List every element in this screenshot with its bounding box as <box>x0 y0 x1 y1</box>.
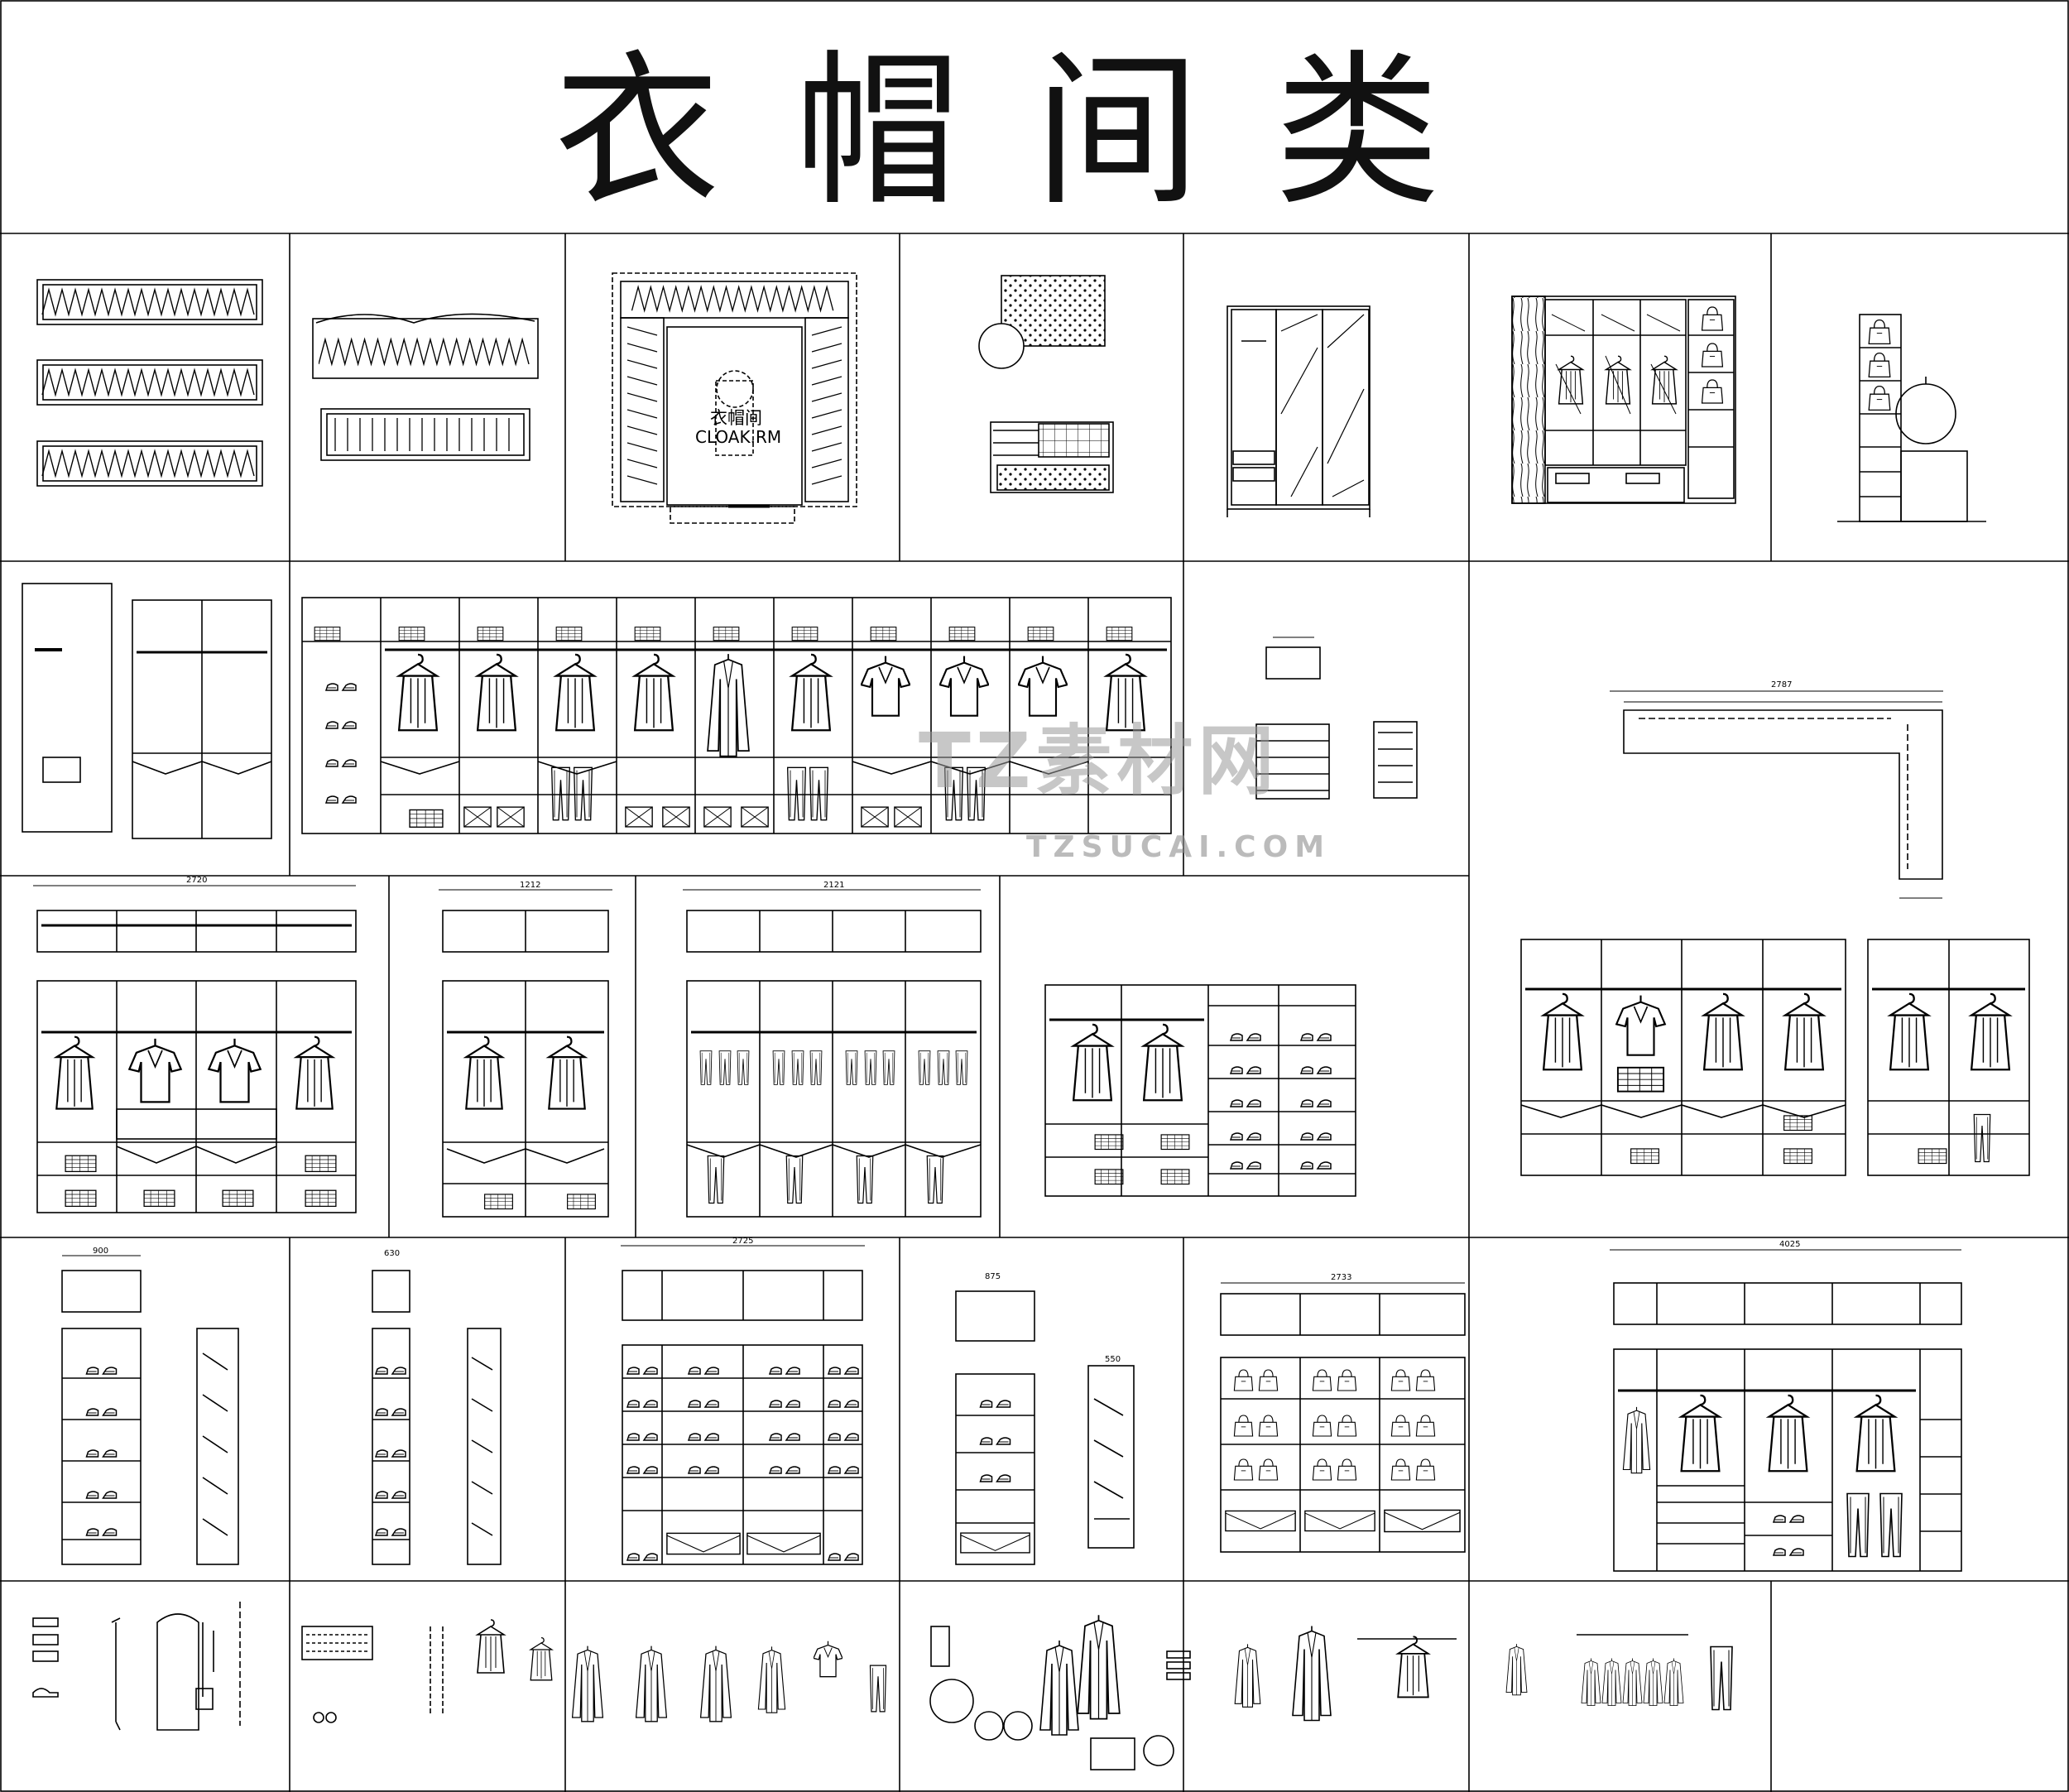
shoe-cabinet-2725 <box>621 1245 865 1565</box>
glass-wardrobe-elevation <box>1511 295 1736 504</box>
shoe-cabinet-tall <box>955 1290 1135 1565</box>
hanging-rod-plan <box>312 313 539 461</box>
dim-900: 900 <box>93 1247 108 1256</box>
rail-plan-set <box>36 279 263 487</box>
dressing-unit-elevation <box>1837 314 1986 522</box>
long-wardrobe-elevation <box>301 597 1172 834</box>
garment-block-b <box>929 1626 1688 1770</box>
dim-2121: 2121 <box>823 881 844 890</box>
dim-1212: 1212 <box>520 881 540 890</box>
watermark-en: TZSUCAI.COM <box>1026 830 1332 864</box>
dim-2733: 2733 <box>1331 1273 1351 1282</box>
plan-label-en: CLOAK.RM <box>695 427 781 447</box>
handbag-cabinet-2733 <box>1220 1282 1466 1553</box>
dim-630: 630 <box>384 1249 400 1258</box>
watermark-cn: TZ素材网 <box>919 717 1279 805</box>
dim-2720: 2720 <box>186 876 207 885</box>
dim-550: 550 <box>1105 1355 1121 1364</box>
l-shape-rail-plan: 2787 <box>1610 680 1943 899</box>
wardrobe-elev-4025 <box>1610 1249 1962 1572</box>
section-side-view <box>22 583 272 839</box>
shoe-cabinet-630 <box>372 1270 502 1565</box>
material-samples <box>978 275 1114 493</box>
wardrobe-elev-2720 <box>33 885 357 1213</box>
cloakroom-plan <box>612 272 857 524</box>
wardrobe-mirror-elevation <box>1227 305 1371 517</box>
sheet-title: 衣帽间类 <box>554 36 1515 228</box>
drawer-unit-details <box>1255 637 1418 800</box>
wardrobe-elev-1212 <box>439 889 612 1218</box>
shoe-cabinet-900 <box>61 1255 239 1565</box>
accessories-block <box>32 1602 241 1731</box>
dim-2787: 2787 <box>1771 680 1792 689</box>
wardrobe-elev-2121 <box>683 889 982 1218</box>
garment-block-a <box>301 1626 444 1723</box>
dim-2725: 2725 <box>732 1237 753 1246</box>
wardrobe-elev-shoe-rack <box>1044 984 1356 1197</box>
plan-label-cn: 衣帽间 <box>710 408 762 428</box>
dim-875: 875 <box>985 1272 1001 1281</box>
wardrobe-elev-right <box>1520 939 2030 1176</box>
dim-4025: 4025 <box>1779 1240 1800 1249</box>
